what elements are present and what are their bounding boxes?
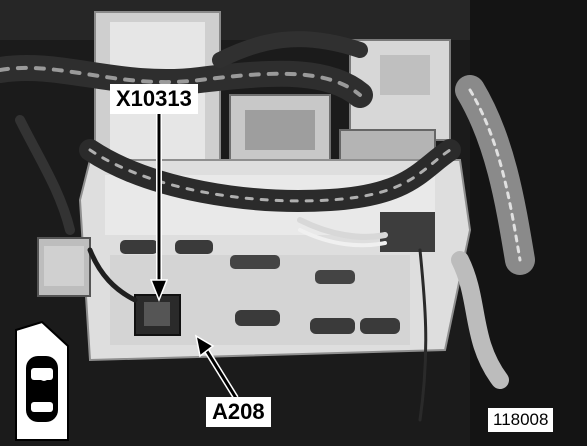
wiring-harness — [0, 31, 535, 422]
connector-callout-label: X10313 — [110, 84, 198, 114]
car-top-view-icon — [15, 320, 69, 441]
module-callout-label: A208 — [206, 397, 271, 427]
callout-arrows — [149, 112, 239, 400]
image-number: 118008 — [488, 408, 554, 432]
